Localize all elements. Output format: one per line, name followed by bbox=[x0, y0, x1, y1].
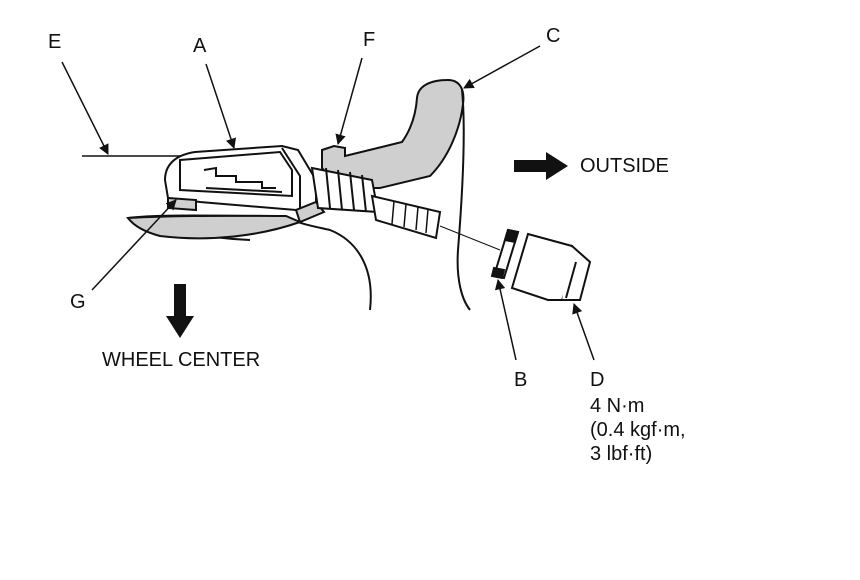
rim-outer-edge bbox=[456, 89, 471, 311]
leader-a bbox=[205, 63, 236, 149]
wheel-center-arrow-icon bbox=[166, 284, 194, 338]
label-c: C bbox=[546, 25, 560, 47]
stem-axis-line bbox=[439, 225, 501, 251]
outside-arrow-icon bbox=[514, 152, 568, 180]
leader-d bbox=[572, 303, 595, 361]
caption-wheel-center: WHEEL CENTER bbox=[102, 349, 260, 371]
sensor-body bbox=[163, 144, 326, 224]
leader-f bbox=[335, 57, 363, 146]
torque-line-2: (0.4 kgf·m, bbox=[590, 419, 686, 441]
caption-outside: OUTSIDE bbox=[580, 155, 669, 177]
nut-d bbox=[510, 232, 592, 301]
leader-e bbox=[61, 61, 109, 155]
label-d: D bbox=[590, 369, 604, 391]
rim-hook-c bbox=[321, 78, 465, 189]
label-g: G bbox=[70, 291, 86, 313]
leader-b bbox=[494, 278, 517, 361]
rim-flange-lower bbox=[126, 214, 303, 240]
torque-line-3: 3 lbf·ft) bbox=[590, 443, 652, 465]
label-e: E bbox=[48, 31, 61, 53]
valve-stem bbox=[310, 166, 442, 240]
label-a: A bbox=[193, 35, 207, 57]
label-b: B bbox=[514, 369, 527, 391]
leader-c bbox=[463, 45, 541, 89]
leader-g bbox=[91, 199, 177, 291]
label-f: F bbox=[363, 29, 375, 51]
washer-b bbox=[490, 228, 520, 280]
torque-line-1: 4 N·m bbox=[590, 395, 644, 417]
leader-lines bbox=[61, 45, 595, 361]
